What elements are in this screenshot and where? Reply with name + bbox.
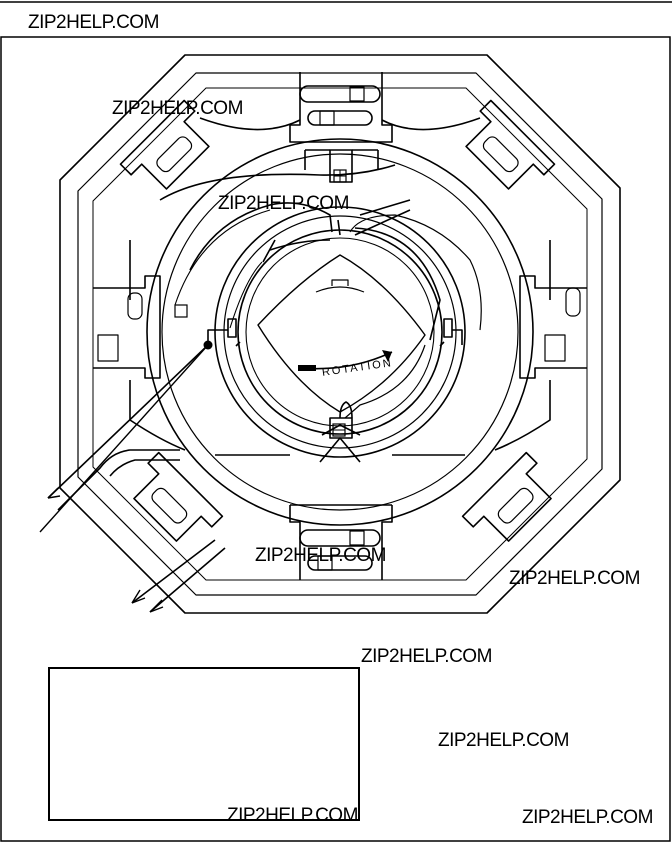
- stator-ring-outer: [146, 138, 534, 526]
- stator-ring-mid: [214, 206, 466, 458]
- lead-wire-2: [57, 449, 180, 511]
- watermark-8: ZIP2HELP.COM: [522, 807, 653, 828]
- watermark-5: ZIP2HELP.COM: [361, 646, 492, 667]
- lead-wire-1: [47, 344, 209, 499]
- watermark-1: ZIP2HELP.COM: [112, 98, 243, 119]
- header-watermark: ZIP2HELP.COM: [28, 12, 159, 33]
- blank-label-box: [48, 667, 360, 821]
- rotor-ring: [237, 229, 443, 435]
- lead-wire-3: [131, 539, 216, 604]
- magnet-right: [443, 318, 453, 338]
- page-frame: [0, 36, 671, 842]
- watermark-2: ZIP2HELP.COM: [218, 193, 349, 214]
- watermark-3: ZIP2HELP.COM: [255, 545, 386, 566]
- watermark-7: ZIP2HELP.COM: [227, 805, 358, 826]
- rotation-label: ROTATION: [321, 357, 393, 379]
- housing-octagon-outer: [59, 54, 621, 614]
- lead-junction: [203, 340, 213, 350]
- watermark-6: ZIP2HELP.COM: [438, 730, 569, 751]
- housing-octagon-inner: [77, 72, 603, 596]
- magnet-left: [227, 318, 237, 338]
- rotor-lobe: [257, 254, 426, 413]
- watermark-4: ZIP2HELP.COM: [509, 568, 640, 589]
